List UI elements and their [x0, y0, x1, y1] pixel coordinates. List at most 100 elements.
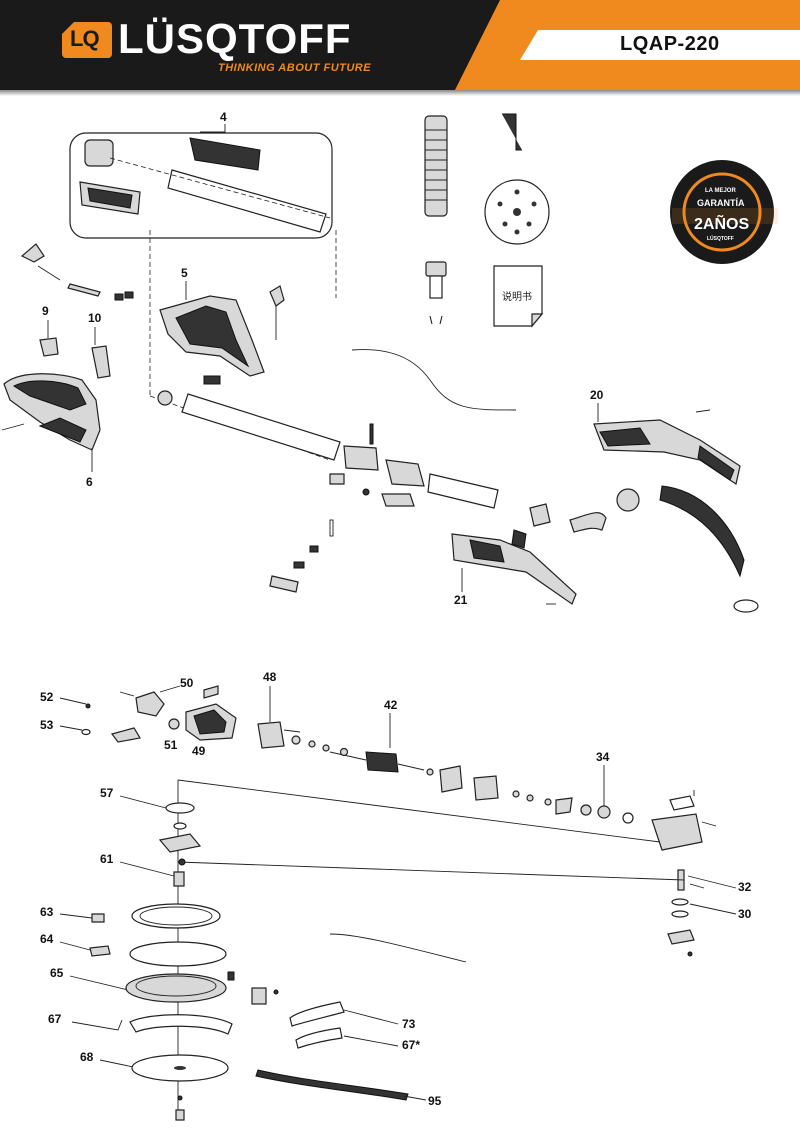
hex-key: [502, 113, 522, 151]
model-box: [520, 30, 800, 60]
part-52-screw: [85, 703, 91, 709]
motor-shaft-parts: [291, 735, 634, 824]
leader-95: [403, 1095, 427, 1101]
callout-6: 6: [86, 475, 93, 489]
callout-67: 67: [48, 1012, 62, 1026]
part-51-fitting: [168, 718, 180, 730]
callout-48: 48: [263, 670, 277, 684]
callout-34: 34: [596, 750, 610, 764]
sanding-pad-accessory: [484, 179, 550, 245]
callout-67-star: 67*: [402, 1038, 420, 1052]
part-95-strip: [255, 1069, 409, 1101]
part-68-sanding-disc: [131, 1054, 229, 1121]
hose-fittings: [529, 485, 759, 613]
exploded-parts-diagram: .p{fill:#d8d8d8;stroke:#222;stroke-width…: [1, 110, 778, 1121]
part-9: [39, 337, 59, 357]
callout-51: 51: [164, 738, 178, 752]
part-small-bracket: [110, 727, 141, 743]
badge-line3: 2AÑOS: [694, 213, 749, 233]
bearing-plate: [158, 833, 202, 853]
leader-63: [59, 913, 93, 919]
part-50: [135, 691, 165, 717]
manual-label: 说明书: [502, 290, 532, 303]
part-61: [173, 871, 185, 887]
lever-part-right-of-5: [269, 285, 285, 340]
part-65-base-plate: [125, 971, 279, 1005]
callout-49: 49: [192, 744, 206, 758]
warranty-badge-icon: LA MEJOR GARANTÍA 2AÑOS LÜSQTOFF: [670, 160, 778, 264]
callout-30: 30: [738, 907, 752, 921]
callout-10: 10: [88, 311, 102, 325]
model-number: LQAP-220: [620, 33, 720, 55]
part-42-motor-armature: [329, 751, 425, 773]
part-4-handle-parts: [79, 137, 331, 233]
callout-5: 5: [181, 266, 188, 280]
leader-64: [59, 941, 91, 951]
callout-52: 52: [40, 690, 54, 704]
callout-64: 64: [40, 932, 54, 946]
callout-4: 4: [220, 110, 227, 124]
part-5-housing: [159, 295, 265, 385]
callout-50: 50: [180, 676, 194, 690]
part-49-housing: [185, 703, 237, 741]
leader-53: [59, 725, 83, 731]
leader-67-star: [343, 1035, 399, 1047]
callout-57: 57: [100, 786, 114, 800]
callout-9: 9: [42, 304, 49, 318]
brand-tagline: THINKING ABOUT FUTURE: [218, 62, 372, 74]
leader-73: [343, 1009, 399, 1025]
logo-mark-text: LQ: [70, 26, 100, 51]
callout-21: 21: [454, 593, 468, 607]
part-50-screw: [119, 691, 135, 697]
part-53-washer: [81, 728, 91, 736]
axis-line-diagonal: [177, 779, 661, 843]
callout-65: 65: [50, 966, 64, 980]
spring-part: [203, 685, 219, 699]
leader-65: [69, 975, 129, 991]
part-21-handle: [451, 529, 577, 605]
part-67-ring: [129, 1014, 233, 1035]
main-extension-tube: [157, 390, 499, 593]
axis-line-vertical: [177, 780, 685, 1112]
callout-32: 32: [738, 880, 752, 894]
leader-50: [159, 685, 181, 693]
leader-61: [119, 861, 175, 877]
callout-42: 42: [384, 698, 398, 712]
callout-68: 68: [80, 1050, 94, 1064]
badge-line2: GARANTÍA: [697, 198, 745, 208]
brush-accessory: [425, 261, 447, 325]
part-6-handle: [1, 373, 101, 451]
part-63: [91, 913, 105, 923]
part-48: [257, 721, 285, 749]
callout-53: 53: [40, 718, 54, 732]
accessory-hose-connector: [424, 115, 448, 217]
callout-20: 20: [590, 388, 604, 402]
leader-57: [119, 795, 167, 809]
assembly-dashed-lines: [149, 230, 337, 461]
part-10: [91, 345, 111, 379]
callout-95: 95: [428, 1094, 442, 1108]
callout-63: 63: [40, 905, 54, 919]
badge-line1: LA MEJOR: [705, 188, 736, 194]
part-64-cable-clip: [89, 945, 111, 957]
header-shadow: [0, 90, 800, 96]
power-cable: [351, 349, 517, 411]
leader-52: [59, 697, 87, 705]
brand-name: LÜSQTOFF: [118, 15, 352, 62]
brand-logo-icon: LQ: [62, 22, 112, 58]
instruction-manual: 说明书: [493, 265, 544, 328]
gearbox-housing: [651, 790, 717, 957]
callout-61: 61: [100, 852, 114, 866]
part-57-washer: [165, 802, 195, 814]
curved-seal-strips: [289, 933, 467, 1049]
leader-67: [71, 1019, 123, 1031]
pad-backing-plate: [129, 903, 227, 967]
leader-4: [200, 124, 226, 133]
small-fittings-left: [20, 243, 134, 301]
callout-73: 73: [402, 1017, 416, 1031]
leader-30: [689, 903, 737, 915]
leader-32: [687, 875, 737, 889]
badge-line4: LÜSQTOFF: [707, 235, 734, 242]
part-20-handle: [593, 409, 741, 485]
part-48-pin: [283, 729, 301, 733]
